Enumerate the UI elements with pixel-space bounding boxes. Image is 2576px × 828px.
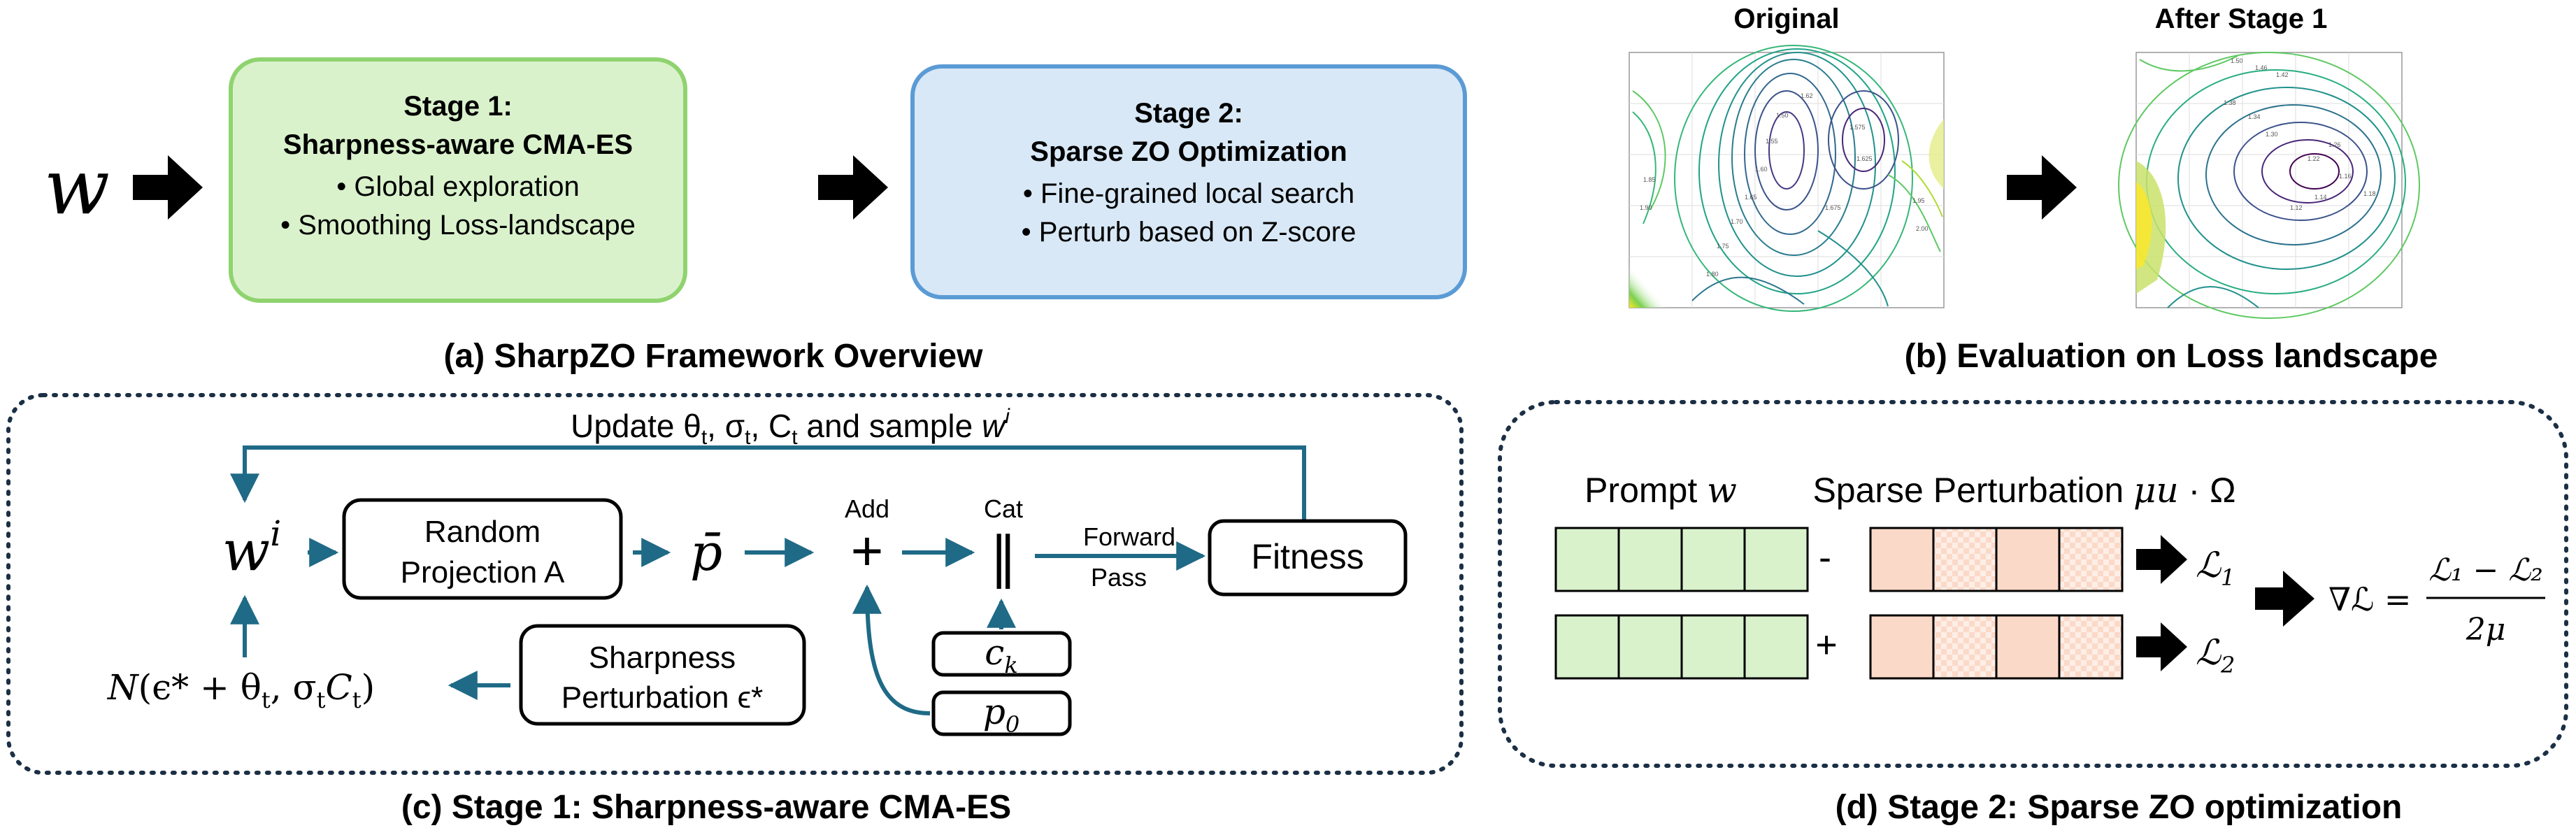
svg-text:1.12: 1.12 [2290,204,2303,211]
panel-d-border [1498,400,2568,768]
pbar-node: p̄ [690,523,722,582]
svg-text:1.95: 1.95 [1912,197,1925,204]
arrow-to-gradient [2255,571,2314,627]
l2-label: ℒ2 [2196,632,2235,678]
stage1-box [229,57,687,303]
svg-text:1.18: 1.18 [2363,190,2376,197]
update-label: Update θt, σt, Ct and sample wi [571,405,1010,449]
random-projection-line2: Projection A [401,555,565,590]
stage1-title-line1: Stage 1: [403,91,513,122]
wi-node: wi [222,513,281,583]
panel-b: Original After Stage 1 [1629,3,2438,375]
stage2-title-line1: Stage 2: [1134,98,1243,129]
panel-d: Prompt w Sparse Perturbation μu · Ω - ℒ1… [1498,400,2568,826]
minus-operator: - [1819,536,1831,578]
after-stage1-contour-plot: 1.22 1.26 1.30 1.34 1.38 1.42 1.46 1.50 … [2118,52,2420,319]
gradient-lhs: ∇ℒ = [2328,580,2411,618]
stage2-title-line2: Sparse ZO Optimization [1030,136,1347,167]
stage1-title-line2: Sharpness-aware CMA-ES [283,129,633,160]
after-stage1-title: After Stage 1 [2155,3,2328,34]
sharpness-line1: Sharpness [589,641,736,675]
ck-label: ck [985,632,1017,678]
prompt-vector-row1 [1554,527,1809,592]
arrow-original-to-after [2007,155,2077,220]
svg-text:1.14: 1.14 [2314,194,2327,201]
gradient-numerator: ℒ₁ − ℒ₂ [2428,552,2543,588]
stage1-bullet-2: • Smoothing Loss-landscape [280,210,636,241]
fitness-label: Fitness [1251,537,1364,576]
arrow-stage1-to-stage2 [818,155,888,220]
perturb-vector-row1 [1869,527,2124,592]
prompt-vector-row2 [1554,614,1809,680]
update-feedback-arrow [230,445,1306,521]
svg-text:1.46: 1.46 [2255,64,2268,71]
svg-text:1.80: 1.80 [1706,271,1719,278]
random-projection-line1: Random [424,515,541,549]
l1-label: ℒ1 [2196,545,2235,591]
svg-text:1.22: 1.22 [2307,155,2320,162]
gradient-denominator: 2μ [2466,612,2506,648]
panel-c: Update θt, σt, Ct and sample wi wi Rando… [6,393,1464,826]
p0-label: p0 [983,692,1019,738]
panel-a: w Stage 1: Sharpness-aware CMA-ES • Glob… [44,57,1467,375]
panel-c-border [6,393,1464,775]
svg-text:1.34: 1.34 [2248,113,2261,120]
sharpness-perturbation-box [519,624,806,726]
add-label: Add [845,494,889,523]
perturb-vector-row2 [1869,614,2124,680]
random-projection-box [342,498,623,600]
arrow-row1-to-l1 [2136,535,2187,584]
arrow-p0-to-add [852,584,931,715]
input-w-label: w [44,142,110,231]
svg-text:1.90: 1.90 [1640,204,1652,211]
svg-text:1.70: 1.70 [1731,218,1743,225]
svg-text:1.50: 1.50 [1776,112,1789,119]
stage2-bullet-2: • Perturb based on Z-score [1022,217,1357,248]
svg-text:1.575: 1.575 [1849,124,1866,131]
svg-text:1.38: 1.38 [2224,99,2236,106]
panel-b-caption: (b) Evaluation on Loss landscape [1905,338,2438,375]
panel-d-caption: (d) Stage 2: Sparse ZO optimization [1836,789,2403,826]
fitness-box [1208,519,1408,597]
add-symbol: + [851,520,884,582]
ck-box [931,631,1072,677]
svg-text:1.30: 1.30 [2266,131,2278,138]
svg-text:1.42: 1.42 [2276,71,2289,78]
arrow-row2-to-l2 [2136,622,2187,671]
svg-text:1.60: 1.60 [1755,166,1768,173]
svg-text:1.675: 1.675 [1825,204,1841,211]
svg-text:1.16: 1.16 [2339,173,2352,180]
p0-box [931,690,1072,736]
svg-text:1.55: 1.55 [1766,138,1778,145]
original-title: Original [1733,3,1839,34]
forward-pass-line1: Forward [1083,522,1175,551]
svg-text:1.85: 1.85 [1643,176,1656,183]
original-contour-plot: 1.50 1.55 1.60 1.62 1.65 1.70 1.75 1.80 … [1629,45,1945,312]
panel-a-caption: (a) SharpZO Framework Overview [444,338,984,375]
forward-pass-line2: Pass [1091,563,1147,592]
stage2-box [910,64,1467,299]
svg-text:1.75: 1.75 [1717,243,1729,250]
cat-label: Cat [984,494,1023,523]
cat-symbol: ∥ [989,527,1017,590]
svg-text:1.625: 1.625 [1856,155,1873,162]
svg-text:1.50: 1.50 [2231,57,2243,64]
arrow-w-to-stage1 [133,155,203,220]
prompt-label: Prompt w [1584,470,1737,511]
panel-c-caption: (c) Stage 1: Sharpness-aware CMA-ES [401,789,1011,826]
stage1-bullet-1: • Global exploration [336,171,580,202]
perturbation-label: Sparse Perturbation μu · Ω [1812,470,2235,511]
svg-text:1.26: 1.26 [2328,141,2341,148]
svg-text:1.65: 1.65 [1745,194,1757,201]
normal-distribution: N(ϵ* + θt, σtCt) [107,667,375,713]
plus-operator: + [1815,624,1838,666]
stage2-bullet-1: • Fine-grained local search [1023,178,1354,209]
sharpness-line2: Perturbation ϵ* [561,680,764,715]
svg-text:2.00: 2.00 [1916,225,1929,232]
svg-text:1.62: 1.62 [1801,92,1813,99]
